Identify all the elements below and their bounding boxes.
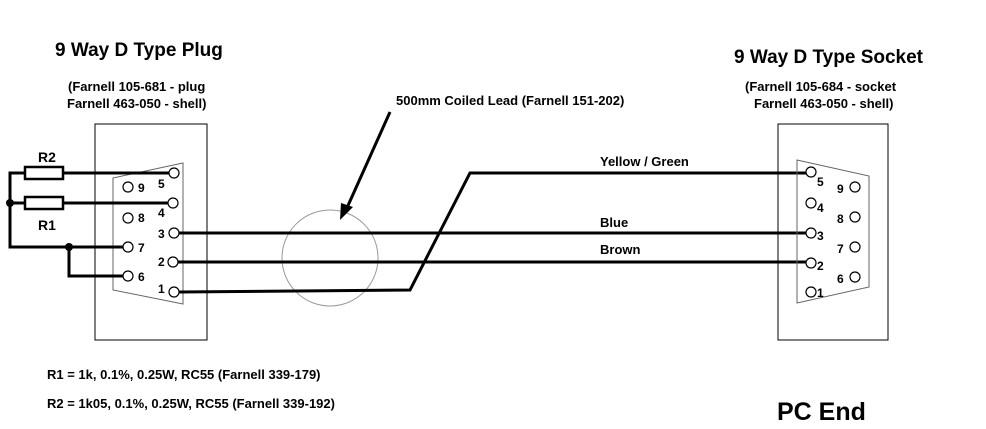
- coil-circle: [281, 209, 379, 307]
- resistor-network: [8, 165, 169, 278]
- plug-pin-6: [122, 270, 134, 282]
- socket-pin-label-2: 2: [817, 259, 824, 273]
- cable-wires: [178, 171, 806, 294]
- resistor-r1: [23, 195, 65, 211]
- plug-pins: [122, 167, 180, 298]
- plug-part-line1: (Farnell 105-681 - plug: [68, 79, 205, 94]
- socket-pin-5: [805, 166, 817, 178]
- wire-label-yellow-green: Yellow / Green: [600, 154, 689, 169]
- plug-pin-label-2: 2: [158, 255, 165, 269]
- socket-pin-label-3: 3: [817, 229, 824, 243]
- junction-dot: [6, 199, 14, 207]
- plug-pin-7: [122, 241, 134, 253]
- plug-pin-label-7: 7: [138, 241, 145, 255]
- plug-pin-4: [167, 197, 179, 209]
- socket-pin-3: [805, 227, 817, 239]
- socket-pin-label-4: 4: [817, 201, 824, 215]
- plug-pin-label-9: 9: [138, 181, 145, 195]
- r1-spec: R1 = 1k, 0.1%, 0.25W, RC55 (Farnell 339-…: [47, 367, 321, 382]
- wire-label-brown: Brown: [600, 242, 641, 257]
- plug-pin-label-1: 1: [158, 282, 165, 296]
- lead-label: 500mm Coiled Lead (Farnell 151-202): [396, 93, 624, 108]
- plug-pin-label-6: 6: [138, 270, 145, 284]
- socket-pin-label-6: 6: [837, 272, 844, 286]
- socket-pin-9: [849, 181, 861, 193]
- r2-spec: R2 = 1k05, 0.1%, 0.25W, RC55 (Farnell 33…: [47, 396, 335, 411]
- socket-pin-label-5: 5: [817, 175, 824, 189]
- plug-pin-label-3: 3: [158, 227, 165, 241]
- wire-label-blue: Blue: [600, 215, 628, 230]
- socket-part-line1: (Farnell 105-684 - socket: [745, 79, 897, 94]
- socket-pin-4: [805, 197, 817, 209]
- plug-pin-1: [168, 286, 180, 298]
- arrow-line: [344, 111, 392, 211]
- plug-part-line2: Farnell 463-050 - shell): [67, 96, 206, 111]
- socket-pin-label-9: 9: [837, 182, 844, 196]
- plug-pin-label-4: 4: [158, 206, 165, 220]
- arrow-head: [340, 203, 353, 220]
- plug-pin-label-8: 8: [138, 211, 145, 225]
- plug-shell: [112, 162, 184, 305]
- socket-title: 9 Way D Type Socket: [734, 47, 924, 68]
- resistor-r2: [23, 165, 65, 181]
- plug-pin-2: [167, 256, 179, 268]
- socket-pin-2: [805, 257, 817, 269]
- plug-pin-label-5: 5: [158, 177, 165, 191]
- pc-end-label: PC End: [777, 398, 866, 426]
- socket-part-line2: Farnell 463-050 - shell): [754, 96, 893, 111]
- r2-label: R2: [38, 149, 56, 165]
- plug-pin-8: [122, 212, 134, 224]
- plug-pin-3: [168, 227, 180, 239]
- socket-pin-label-8: 8: [837, 212, 844, 226]
- socket-pin-1: [805, 286, 817, 298]
- socket-box: [777, 123, 889, 341]
- socket-pin-label-7: 7: [837, 242, 844, 256]
- socket-pin-7: [849, 241, 861, 253]
- plug-pin-5: [168, 167, 180, 179]
- socket-shell: [796, 159, 870, 304]
- socket-pin-label-1: 1: [817, 286, 824, 300]
- plug-title: 9 Way D Type Plug: [55, 40, 223, 61]
- socket-pin-8: [849, 211, 861, 223]
- socket-pins: [805, 166, 861, 298]
- plug-pin-9: [122, 181, 134, 193]
- junction-dot: [65, 243, 73, 251]
- socket-pin-6: [849, 271, 861, 283]
- wire-yellow-green: [178, 171, 806, 294]
- r1-label: R1: [38, 217, 56, 233]
